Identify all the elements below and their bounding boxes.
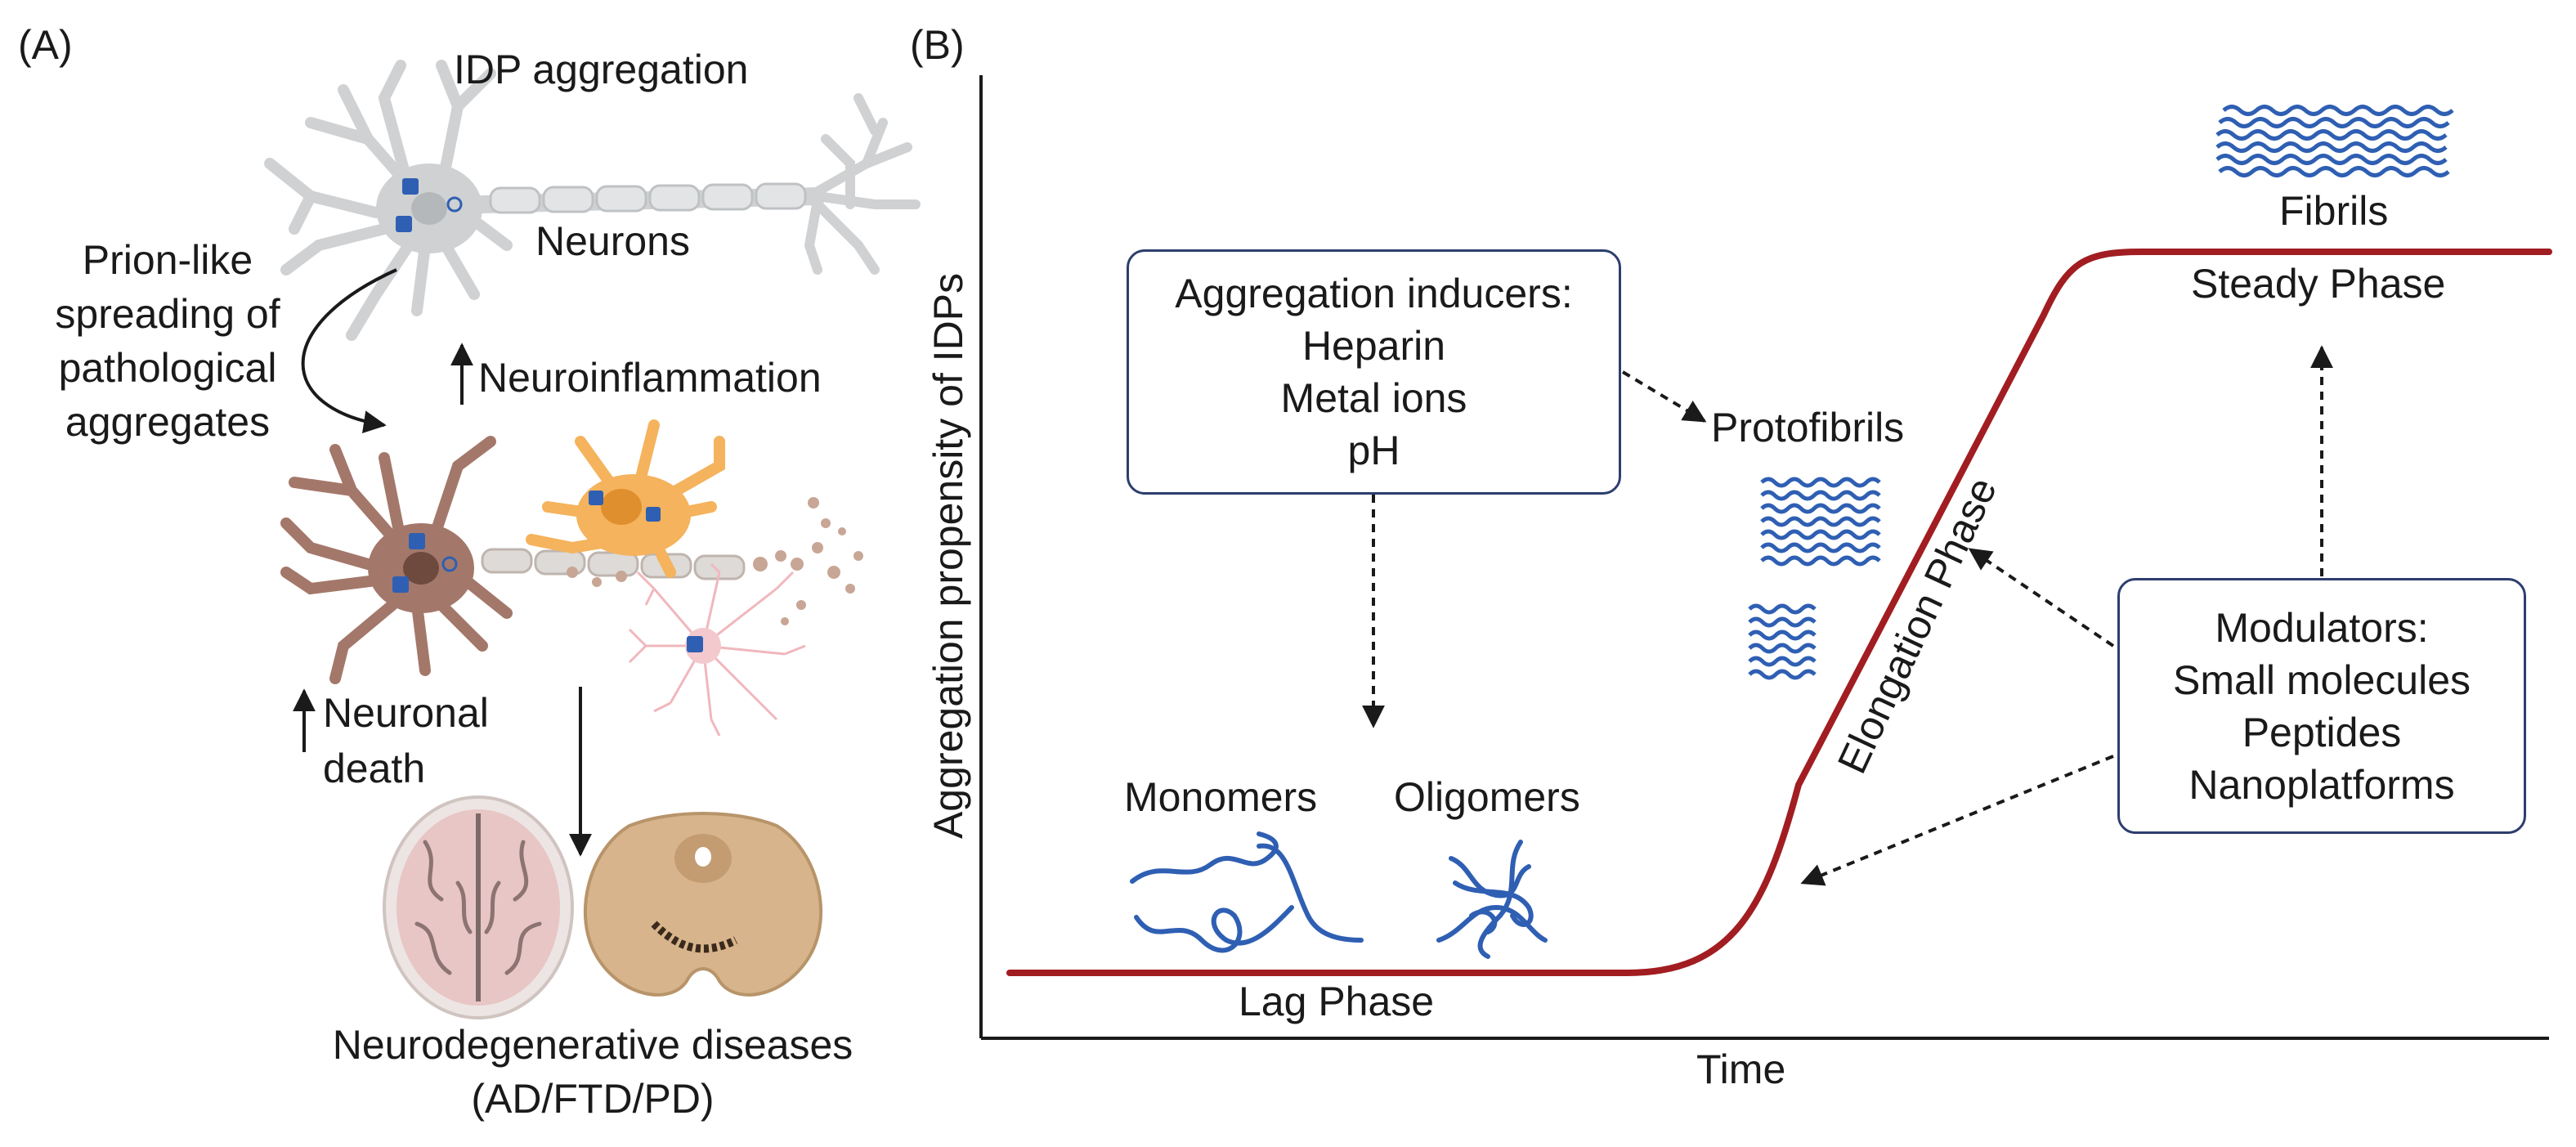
prion-spreading-label: Prion-like spreading of pathological agg… — [33, 235, 302, 446]
neuroinflammation-label: Neuroinflammation — [478, 355, 822, 401]
diseases-label: Neurodegenerative diseases (AD/FTD/PD) — [266, 1020, 920, 1123]
panel-b-label: (B) — [910, 22, 965, 68]
neuronal-death-line-2: death — [323, 746, 426, 791]
neurons-label: Neurons — [535, 218, 690, 264]
inducers-box: Aggregation inducers: Heparin Metal ions… — [1127, 249, 1621, 495]
idp-aggregation-label: IDP aggregation — [454, 47, 749, 92]
modulator-to-lag-arrow — [1800, 755, 2114, 886]
x-axis-label: Time — [1696, 1046, 1786, 1092]
prion-line-3: pathological — [58, 345, 277, 391]
inducer-metal-ions: Metal ions — [1280, 375, 1467, 421]
modulator-to-elongation-arrow — [1968, 548, 2115, 647]
prion-line-1: Prion-like — [82, 237, 253, 283]
modulator-nanoplatforms: Nanoplatforms — [2188, 761, 2455, 808]
panel-a-label: (A) — [18, 22, 73, 68]
neuronal-death-line-1: Neuronal — [323, 690, 489, 736]
inducer-to-protofibril-arrow — [1621, 370, 1707, 423]
fibril-icon — [2215, 105, 2454, 177]
spreading-arrow — [301, 268, 397, 433]
monomers-label: Monomers — [1124, 774, 1318, 820]
modulators-title: Modulators: — [2215, 604, 2429, 651]
monomer-icon — [1130, 831, 1364, 953]
prion-line-2: spreading of — [55, 291, 280, 337]
oligomers-label: Oligomers — [1394, 774, 1580, 820]
y-axis-label: Aggregation propensity of IDPs — [925, 272, 971, 840]
modulator-peptides: Peptides — [2242, 709, 2402, 755]
neuron-healthy-body — [376, 164, 807, 253]
diseases-line-1: Neurodegenerative diseases — [332, 1022, 853, 1068]
inducers-title: Aggregation inducers: — [1175, 271, 1573, 316]
modulator-small-molecules: Small molecules — [2172, 656, 2471, 703]
diseases-line-2: (AD/FTD/PD) — [471, 1076, 715, 1122]
aggregation-curve — [1006, 249, 2552, 976]
prion-line-4: aggregates — [65, 399, 271, 445]
protofibril-icon — [1748, 477, 1881, 680]
modulators-box: Modulators: Small molecules Peptides Nan… — [2117, 578, 2526, 834]
inducer-ph: pH — [1347, 428, 1400, 473]
brain-slice-icon — [383, 795, 574, 1019]
inducer-heparin: Heparin — [1301, 323, 1446, 369]
fibrils-label: Fibrils — [2279, 188, 2389, 234]
neuron-diseased-body — [368, 497, 863, 625]
brainstem-icon — [583, 812, 823, 997]
lag-phase-label: Lag Phase — [1239, 979, 1435, 1024]
microglia-icon — [628, 562, 806, 737]
steady-phase-label: Steady Phase — [2191, 261, 2446, 307]
neuronal-death-label: Neuronal death — [323, 688, 489, 793]
protofibrils-label: Protofibrils — [1711, 405, 1905, 450]
oligomer-icon — [1436, 840, 1548, 959]
astrocyte-icon — [526, 419, 725, 578]
